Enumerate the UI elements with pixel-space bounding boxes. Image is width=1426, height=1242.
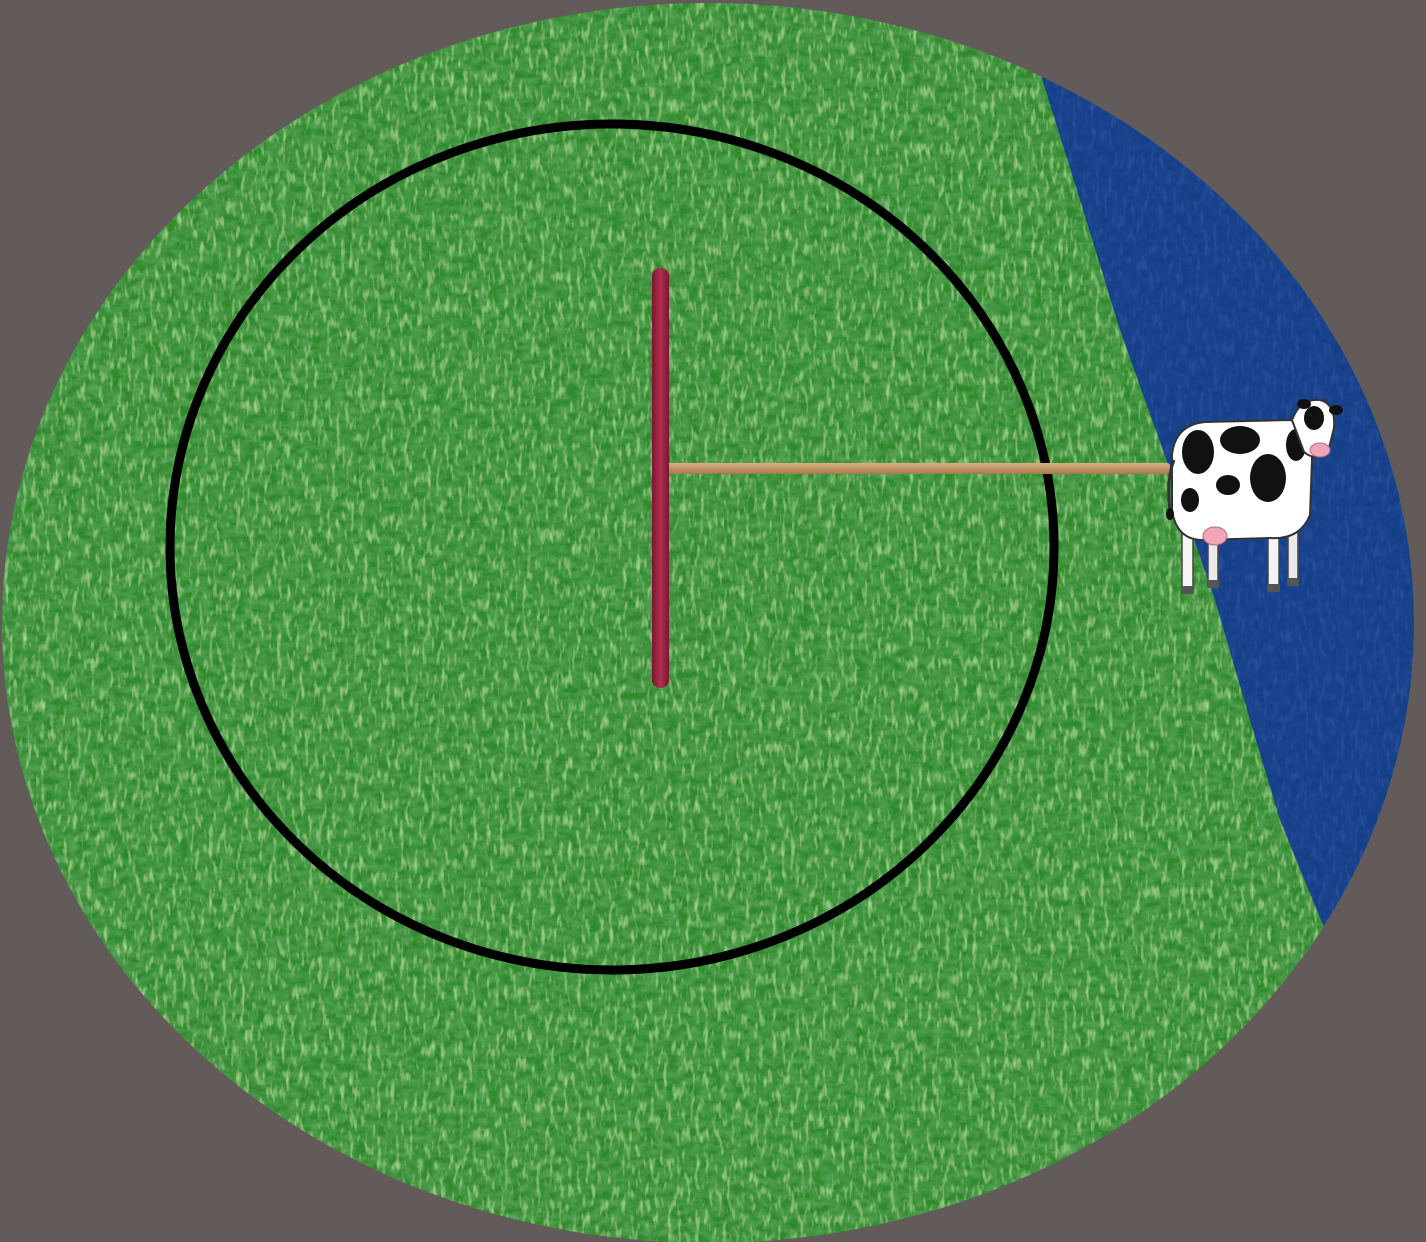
stake xyxy=(652,268,669,688)
rope xyxy=(665,463,1170,474)
